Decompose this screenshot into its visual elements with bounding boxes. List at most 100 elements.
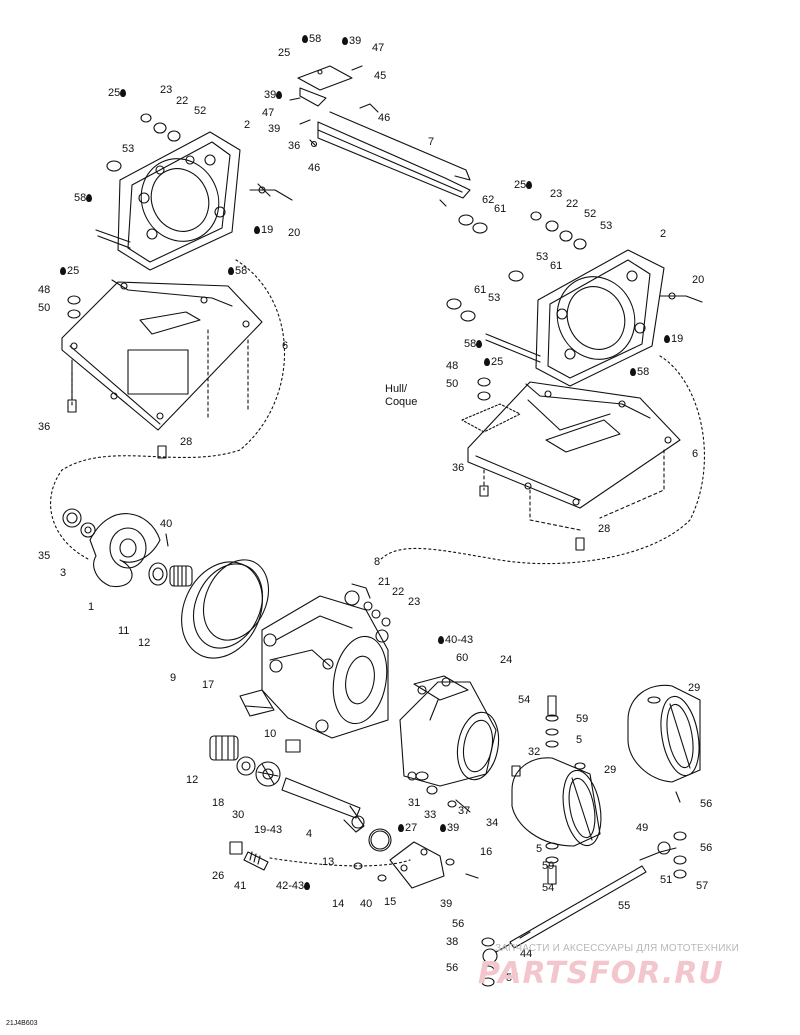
- callout-label: 49: [636, 822, 649, 834]
- callout-label: 2: [660, 228, 667, 240]
- callout-label: 7: [428, 136, 435, 148]
- callout-label: 38: [446, 936, 459, 948]
- callout-label: 39: [264, 89, 283, 101]
- drop-icon: [476, 340, 483, 348]
- callout-label: 5: [536, 843, 543, 855]
- drop-icon: [484, 358, 490, 366]
- drop-icon: [664, 335, 670, 343]
- callout-label: 11: [118, 625, 130, 637]
- drop-icon: [302, 35, 308, 43]
- callout-label: 19: [664, 333, 683, 345]
- transom-plate-left: [95, 131, 293, 271]
- callout-label: 59: [576, 713, 589, 725]
- callout-label: 13: [322, 856, 335, 868]
- support-rail-7: [317, 103, 471, 207]
- routing-curve-left: [50, 259, 286, 561]
- drop-icon: [254, 226, 260, 234]
- callout-label: 19-43: [254, 824, 283, 836]
- callout-label: 5: [576, 734, 583, 746]
- bearing-11-12: [148, 562, 193, 587]
- callout-label: 23: [408, 596, 421, 608]
- callout-label: 56: [452, 918, 465, 930]
- ride-plate-left: [61, 279, 263, 459]
- callout-label: 58: [302, 33, 321, 45]
- callout-label: 58: [74, 192, 93, 204]
- callout-label: 33: [424, 809, 437, 821]
- small-fasteners: [353, 771, 479, 882]
- callout-label: 41: [234, 880, 247, 892]
- callout-label: 8: [374, 556, 381, 568]
- callout-label: 35: [38, 550, 51, 562]
- callout-label: 15: [384, 896, 397, 908]
- callout-label: 1: [88, 601, 95, 613]
- callout-label: 23: [550, 188, 563, 200]
- callout-label: 27: [398, 822, 417, 834]
- callout-label: 59: [542, 860, 555, 872]
- callout-label: 4: [306, 828, 313, 840]
- routing-curve-right: [379, 355, 705, 565]
- callout-label: 37: [458, 805, 471, 817]
- callout-label: 25: [484, 356, 503, 368]
- callout-label: 34: [486, 817, 499, 829]
- callout-label: 19: [254, 224, 273, 236]
- nozzle-29-upper: [627, 684, 701, 803]
- callout-label: 58: [464, 338, 483, 350]
- callout-label: 55: [618, 900, 631, 912]
- nozzle-29-lower: [511, 757, 602, 847]
- callout-label: 58: [228, 265, 247, 277]
- drop-icon: [440, 824, 446, 832]
- drop-icon: [228, 267, 234, 275]
- callout-label: 53: [488, 292, 501, 304]
- reference-code: 21J4B603: [6, 1020, 38, 1027]
- hull-label: Hull/ Coque: [385, 383, 417, 409]
- callout-label: 36: [38, 421, 51, 433]
- callout-label: 54: [542, 882, 555, 894]
- drain-26-41: [229, 841, 269, 871]
- callout-label: 22: [566, 198, 579, 210]
- callout-label: 29: [604, 764, 617, 776]
- callout-label: 60: [456, 652, 469, 664]
- callout-label: 32: [528, 746, 541, 758]
- callout-label: 47: [372, 42, 385, 54]
- ring-35-3: [62, 508, 169, 547]
- callout-label: 48: [38, 284, 51, 296]
- ride-plate-right: [467, 381, 681, 551]
- washers-left-48-50: [67, 295, 81, 319]
- fitting-10: [285, 739, 301, 753]
- callout-label: 30: [232, 809, 245, 821]
- impeller-1: [89, 513, 161, 588]
- callout-label: 52: [194, 105, 207, 117]
- cover-15: [368, 828, 445, 889]
- callout-label: 61: [494, 203, 507, 215]
- bracket-45: [289, 65, 363, 148]
- callout-label: 47: [262, 107, 275, 119]
- hull-outline: [461, 403, 521, 433]
- drop-icon: [342, 37, 348, 45]
- watermark-tagline: ЗАПЧАСТИ И АКСЕССУАРЫ ДЛЯ МОТОТЕХНИКИ: [495, 943, 740, 954]
- callout-label: 48: [446, 360, 459, 372]
- transom-plate-right: [485, 249, 703, 387]
- callout-label: 56: [446, 962, 459, 974]
- callout-label: 56: [700, 798, 713, 810]
- drop-icon: [60, 267, 66, 275]
- callout-label: 53: [122, 143, 135, 155]
- drop-icon: [398, 824, 404, 832]
- drop-icon: [304, 882, 311, 890]
- callout-label: 28: [598, 523, 611, 535]
- callout-label: 3: [60, 567, 67, 579]
- callout-label: 58: [630, 366, 649, 378]
- callout-label: 52: [584, 208, 597, 220]
- callout-label: 6: [692, 448, 699, 460]
- callout-label: 25: [514, 179, 533, 191]
- seal-18-30: [236, 756, 281, 787]
- hull-label-fr: Coque: [385, 396, 418, 408]
- venturi-24: [399, 675, 500, 787]
- callout-label: 57: [696, 880, 709, 892]
- callout-label: 42-43: [276, 880, 311, 892]
- callout-label: 46: [378, 112, 391, 124]
- pump-housing-8: [239, 583, 391, 739]
- callout-label: 25: [278, 47, 291, 59]
- callout-label: 12: [186, 774, 199, 786]
